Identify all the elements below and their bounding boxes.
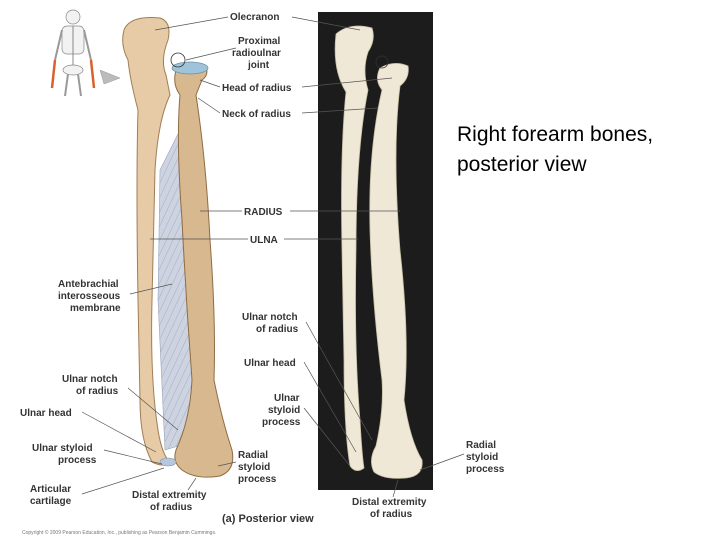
proximal-joint-highlight — [171, 61, 209, 75]
label-ulnar-notch-left-1: Ulnar notch — [62, 374, 118, 385]
label-articular-2: cartilage — [30, 496, 72, 507]
label-ulnar-notch-mid-1: Ulnar notch — [242, 312, 298, 323]
label-radial-styloid-mid-3: process — [238, 474, 277, 485]
label-radial-styloid-right-1: Radial — [466, 440, 496, 451]
labels: Olecranon Proximal radioulnar joint Head… — [20, 12, 505, 536]
panel-label: (a) Posterior view — [222, 513, 314, 525]
label-ulnar-head-left: Ulnar head — [20, 408, 72, 419]
label-distal-left-1: Distal extremity — [132, 490, 207, 501]
label-head-of-radius: Head of radius — [222, 83, 292, 94]
label-ulnar-styloid-mid-2: styloid — [268, 405, 300, 416]
label-ulnar-notch-mid-2: of radius — [256, 324, 299, 335]
copyright-text: Copyright © 2009 Pearson Education, Inc.… — [22, 529, 216, 536]
slide-caption: Right forearm bones, posterior view — [457, 120, 707, 180]
label-proximal-joint-3: joint — [247, 60, 270, 71]
ulna-illustration — [122, 17, 171, 466]
label-radial-styloid-mid-1: Radial — [238, 450, 268, 461]
joint-callout-circle — [170, 52, 186, 68]
skeleton-thumbnail — [50, 9, 121, 97]
label-membrane-3: membrane — [70, 303, 121, 314]
label-distal-left-2: of radius — [150, 502, 193, 513]
label-neck-of-radius: Neck of radius — [222, 109, 291, 120]
articular-cartilage — [159, 457, 177, 467]
label-ulnar-notch-left-2: of radius — [76, 386, 119, 397]
label-distal-right-1: Distal extremity — [352, 497, 427, 508]
label-radial-styloid-right-3: process — [466, 464, 505, 475]
label-olecranon: Olecranon — [230, 12, 279, 23]
label-distal-right-2: of radius — [370, 509, 413, 520]
caption-line-1: Right forearm bones, — [457, 123, 654, 146]
label-proximal-joint-1: Proximal — [238, 36, 280, 47]
ulna-photo — [334, 25, 374, 471]
label-radial-styloid-right-2: styloid — [466, 452, 498, 463]
label-ulnar-styloid-mid-3: process — [262, 417, 301, 428]
label-proximal-joint-2: radioulnar — [232, 48, 281, 59]
label-ulnar-styloid-left-1: Ulnar styloid — [32, 443, 93, 454]
leader-lines — [81, 16, 465, 498]
label-ulna: ULNA — [250, 235, 278, 246]
photo-callout-circle — [375, 55, 389, 69]
label-radius: RADIUS — [244, 207, 283, 218]
label-ulnar-styloid-mid-1: Ulnar — [274, 393, 300, 404]
caption-line-2: posterior view — [457, 153, 587, 176]
label-ulnar-head-mid: Ulnar head — [244, 358, 296, 369]
label-radial-styloid-mid-2: styloid — [238, 462, 270, 473]
label-ulnar-styloid-left-2: process — [58, 455, 97, 466]
radius-illustration — [174, 63, 234, 478]
label-membrane-1: Antebrachial — [58, 279, 119, 290]
label-articular-1: Articular — [30, 484, 71, 495]
radius-photo — [369, 63, 423, 479]
label-membrane-2: interosseous — [58, 291, 121, 302]
